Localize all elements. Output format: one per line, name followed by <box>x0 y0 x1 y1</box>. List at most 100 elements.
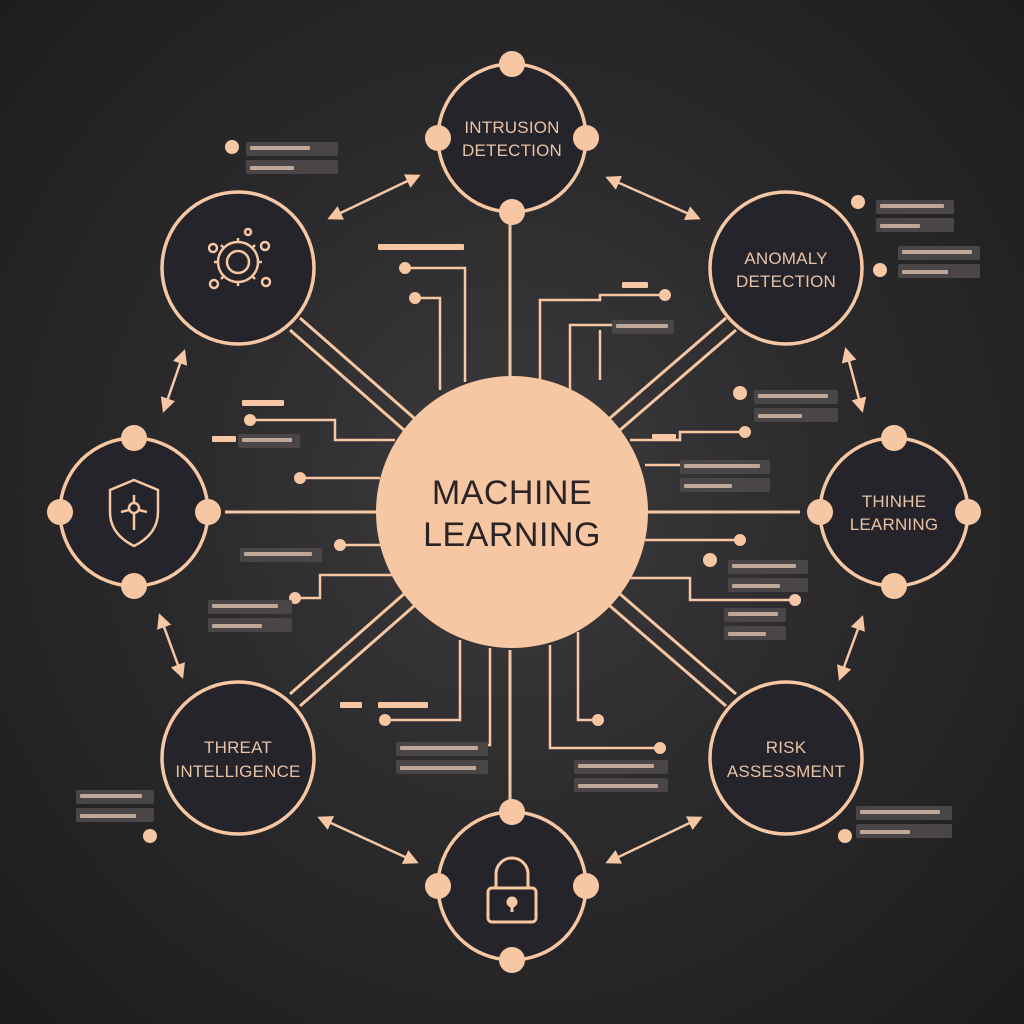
node-thinhe-learning: THINHE LEARNING <box>807 425 981 599</box>
connector-risk-b <box>619 592 737 696</box>
connector-anomaly-a <box>609 316 727 420</box>
node-port <box>47 499 73 525</box>
node-label-line2: ASSESSMENT <box>727 762 845 781</box>
node-port <box>195 499 221 525</box>
trace-dot <box>289 592 301 604</box>
node-anomaly-detection: ANOMALY DETECTION <box>708 190 864 346</box>
trace-dot <box>838 829 852 843</box>
node-port <box>881 573 907 599</box>
node-port <box>807 499 833 525</box>
node-port <box>121 573 147 599</box>
arrow-gear-intrusion <box>327 174 421 220</box>
trace-dot <box>143 829 157 843</box>
arrow-shield-threat <box>157 613 185 679</box>
node-intrusion-detection: INTRUSION DETECTION <box>425 51 599 225</box>
spoke-connectors <box>225 220 800 800</box>
node-circle <box>818 436 970 588</box>
arrow-gear-shield <box>160 349 188 413</box>
trace <box>405 266 467 382</box>
arrow-lock-threat <box>317 816 419 864</box>
node-port <box>499 199 525 225</box>
trace <box>250 418 395 442</box>
node-port <box>573 873 599 899</box>
node-label-line2: INTELLIGENCE <box>175 762 300 781</box>
trace-dot <box>734 534 746 546</box>
trace-dot <box>244 414 256 426</box>
arrow-risk-lock <box>605 816 703 864</box>
node-label-line1: THINHE <box>862 492 926 511</box>
trace-dot <box>851 195 865 209</box>
node-circle <box>160 190 316 346</box>
trace <box>295 573 395 600</box>
node-port <box>573 125 599 151</box>
connector-threat-b <box>289 592 405 696</box>
node-port <box>499 799 525 825</box>
node-circle <box>436 62 588 214</box>
node-port <box>955 499 981 525</box>
node-port <box>425 125 451 151</box>
node-port <box>881 425 907 451</box>
center-label-line1: MACHINE <box>432 474 592 512</box>
trace <box>576 632 598 722</box>
node-label-line1: THREAT <box>204 738 272 757</box>
trace-dot <box>334 539 346 551</box>
trace-dot <box>659 289 671 301</box>
trace-dot <box>733 386 747 400</box>
node-label-line1: ANOMALY <box>744 249 827 268</box>
node-risk-assessment: RISK ASSESSMENT <box>708 680 864 836</box>
node-label-line2: DETECTION <box>462 141 562 160</box>
node-label-line2: DETECTION <box>736 272 836 291</box>
node-label-line1: INTRUSION <box>464 118 559 137</box>
trace-dot <box>379 714 391 726</box>
trace-dot <box>225 140 239 154</box>
connector-gear-b <box>289 328 405 432</box>
arrow-thinhe-risk <box>837 615 865 681</box>
padlock-icon <box>486 856 538 924</box>
gear-network-icon <box>207 227 272 290</box>
trace <box>400 648 492 747</box>
trace-dot <box>873 263 887 277</box>
node-label-line1: RISK <box>766 738 807 757</box>
connector-anomaly-b <box>619 328 737 432</box>
node-port <box>121 425 147 451</box>
arrow-anomaly-thinhe <box>841 347 867 413</box>
trace-dot <box>592 714 604 726</box>
node-threat-intelligence: THREAT INTELLIGENCE <box>160 680 316 836</box>
placeholder-text-bars <box>76 142 980 838</box>
trace-dot <box>789 594 801 606</box>
trace <box>628 576 795 602</box>
node-port <box>499 947 525 973</box>
connector-threat-a <box>299 604 415 708</box>
trace <box>630 430 745 442</box>
trace-dot <box>739 426 751 438</box>
node-gear <box>160 190 316 346</box>
trace <box>538 293 665 382</box>
trace <box>568 323 612 392</box>
center-circle <box>376 376 648 648</box>
trace-dot <box>409 292 421 304</box>
connector-gear-a <box>299 316 415 420</box>
trace-end-dots <box>143 140 887 843</box>
trace <box>548 645 660 750</box>
node-shield <box>47 425 221 599</box>
center-label-line2: LEARNING <box>423 516 601 554</box>
trace <box>385 640 462 722</box>
trace-dot <box>399 262 411 274</box>
node-label-line2: LEARNING <box>850 515 939 534</box>
node-lock <box>425 799 599 973</box>
center-node: MACHINE LEARNING <box>376 376 648 648</box>
trace-dot <box>703 553 717 567</box>
node-circle <box>708 190 864 346</box>
trace-dot <box>294 472 306 484</box>
arrow-intrusion-anomaly <box>605 176 701 220</box>
node-port <box>499 51 525 77</box>
trace-dot <box>654 742 666 754</box>
node-circle <box>436 810 588 962</box>
trace <box>415 296 442 390</box>
node-circle <box>708 680 864 836</box>
connector-risk-a <box>609 604 727 708</box>
bidirectional-arrows <box>157 174 867 864</box>
shield-network-icon <box>108 478 160 548</box>
